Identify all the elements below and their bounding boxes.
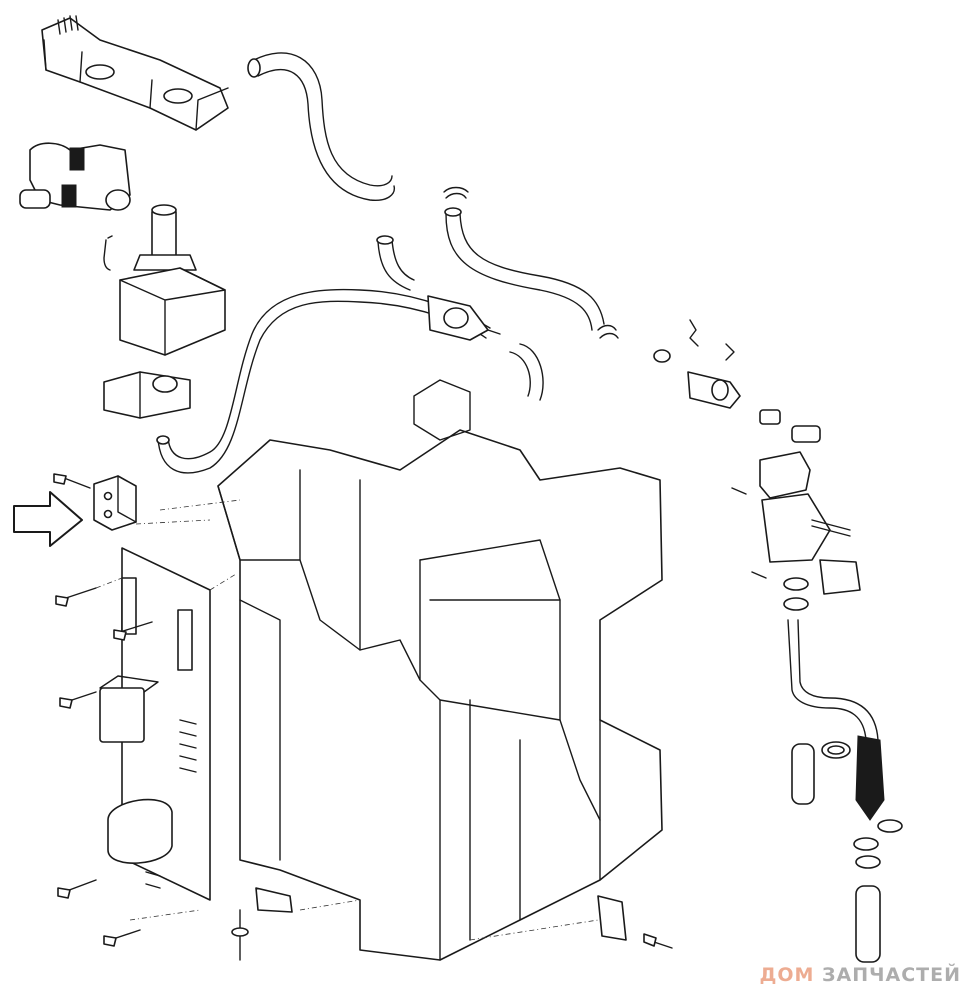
watermark-logo: ДОМ ЗАПЧАСТЕЙ [759, 964, 961, 986]
valve-assembly-top [653, 319, 821, 443]
terminal-connector [255, 887, 627, 941]
flow-meter [427, 295, 501, 341]
watermark-part-2: ЗАПЧАСТЕЙ [822, 964, 961, 986]
short-hose [376, 235, 415, 291]
mounting-bracket [53, 473, 137, 531]
long-hose [156, 288, 491, 474]
nozzle [791, 735, 903, 963]
control-board [99, 547, 211, 901]
curved-hose-right [443, 186, 619, 339]
thermoblock-valve [731, 451, 861, 611]
screws [55, 587, 673, 961]
top-lever-bracket [41, 15, 229, 131]
solenoid-valve [19, 142, 131, 211]
vibration-pump [103, 204, 226, 356]
hose-bend-small [509, 343, 544, 401]
arrow-right-outline-icon [13, 491, 83, 547]
main-housing [217, 379, 663, 961]
top-hose [247, 52, 395, 201]
spout-pipe [787, 619, 879, 741]
pump-mount [103, 371, 191, 419]
assembly-guide-lines [95, 499, 599, 941]
watermark-part-1: ДОМ [759, 964, 815, 986]
